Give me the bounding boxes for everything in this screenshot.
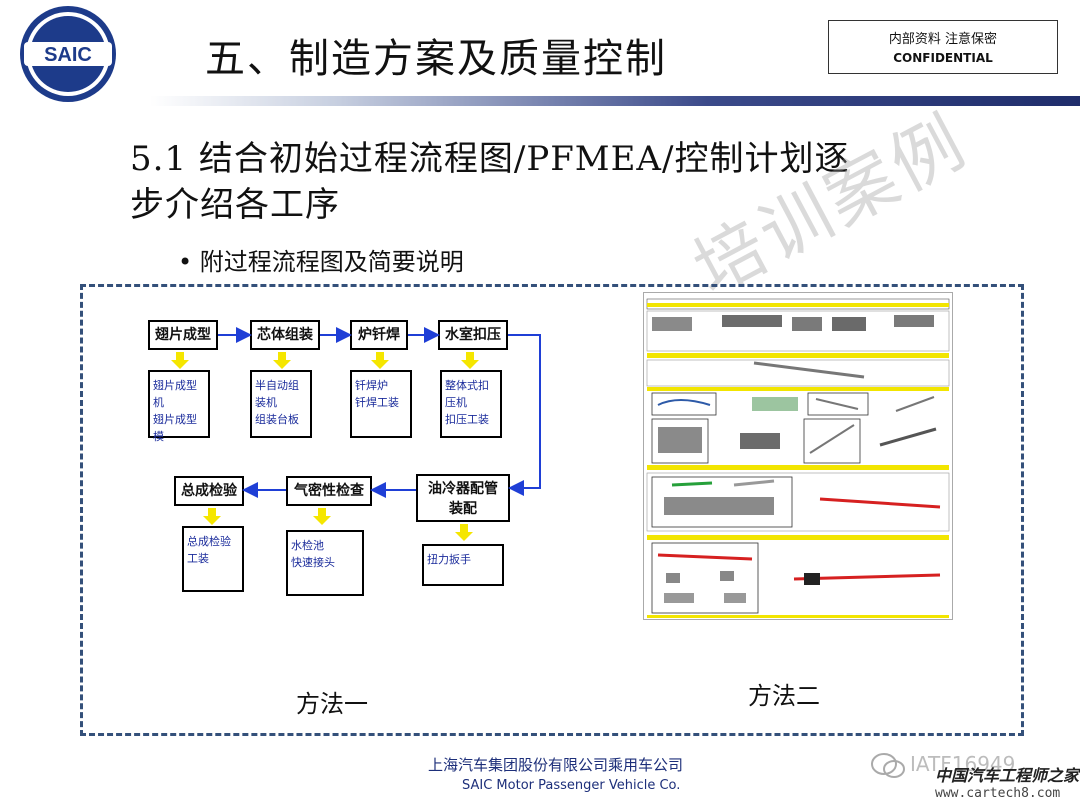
section-heading-line2: 步介绍各工序 [130,185,340,225]
iatf-watermark: IATF16949 [910,752,1016,776]
detail-tank-crimping: 整体式扣压机 扣压工装 [440,370,502,438]
detail-fin-forming: 翅片成型机 翅片成型模 [148,370,210,443]
detail-final-inspection: 总成检验工装 [182,526,244,592]
bullet-text: 附过程流程图及简要说明 [199,248,464,276]
content-frame [80,284,1024,736]
site-name-watermark: 中国汽车工程师之家 [935,766,1080,785]
step-oil-cooler-assembly: 油冷器配管装配 [416,474,510,522]
bullet-item: • 附过程流程图及简要说明 [178,248,464,276]
page-title: 五、制造方案及质量控制 [205,36,667,82]
section-heading: 5.1 结合初始过程流程图/PFMEA/控制计划逐 步介绍各工序 [130,136,960,228]
step-air-tightness: 气密性检查 [286,476,372,506]
method-two-label: 方法二 [748,682,820,710]
step-brazing: 炉钎焊 [350,320,408,350]
step-final-inspection: 总成检验 [174,476,244,506]
step-core-assembly: 芯体组装 [250,320,320,350]
step-fin-forming: 翅片成型 [148,320,218,350]
svg-text:SAIC: SAIC [44,44,92,66]
wechat-icon [871,753,905,778]
detail-oil-cooler: 扭力扳手 [422,544,504,586]
confidential-badge: 内部资料 注意保密 CONFIDENTIAL [828,20,1058,74]
step-tank-crimping: 水室扣压 [438,320,508,350]
site-url-watermark: www.cartech8.com [935,786,1061,801]
confidential-en: CONFIDENTIAL [893,51,993,65]
footer-company-en: SAIC Motor Passenger Vehicle Co. [462,778,681,793]
saic-logo: SAIC [20,6,116,102]
detail-brazing: 钎焊炉钎焊工装 [350,370,412,438]
detail-air-tightness: 水检池快速接头 [286,530,364,596]
method-one-label: 方法一 [296,690,368,718]
section-heading-line1: 5.1 结合初始过程流程图/PFMEA/控制计划逐 [130,139,850,179]
confidential-cn: 内部资料 注意保密 [888,32,998,47]
title-gradient-bar [150,96,1080,106]
footer-company-cn: 上海汽车集团股份有限公司乘用车公司 [428,756,684,774]
pfmea-thumbnail [643,292,953,620]
detail-core-assembly: 半自动组装机 组装台板 [250,370,312,438]
